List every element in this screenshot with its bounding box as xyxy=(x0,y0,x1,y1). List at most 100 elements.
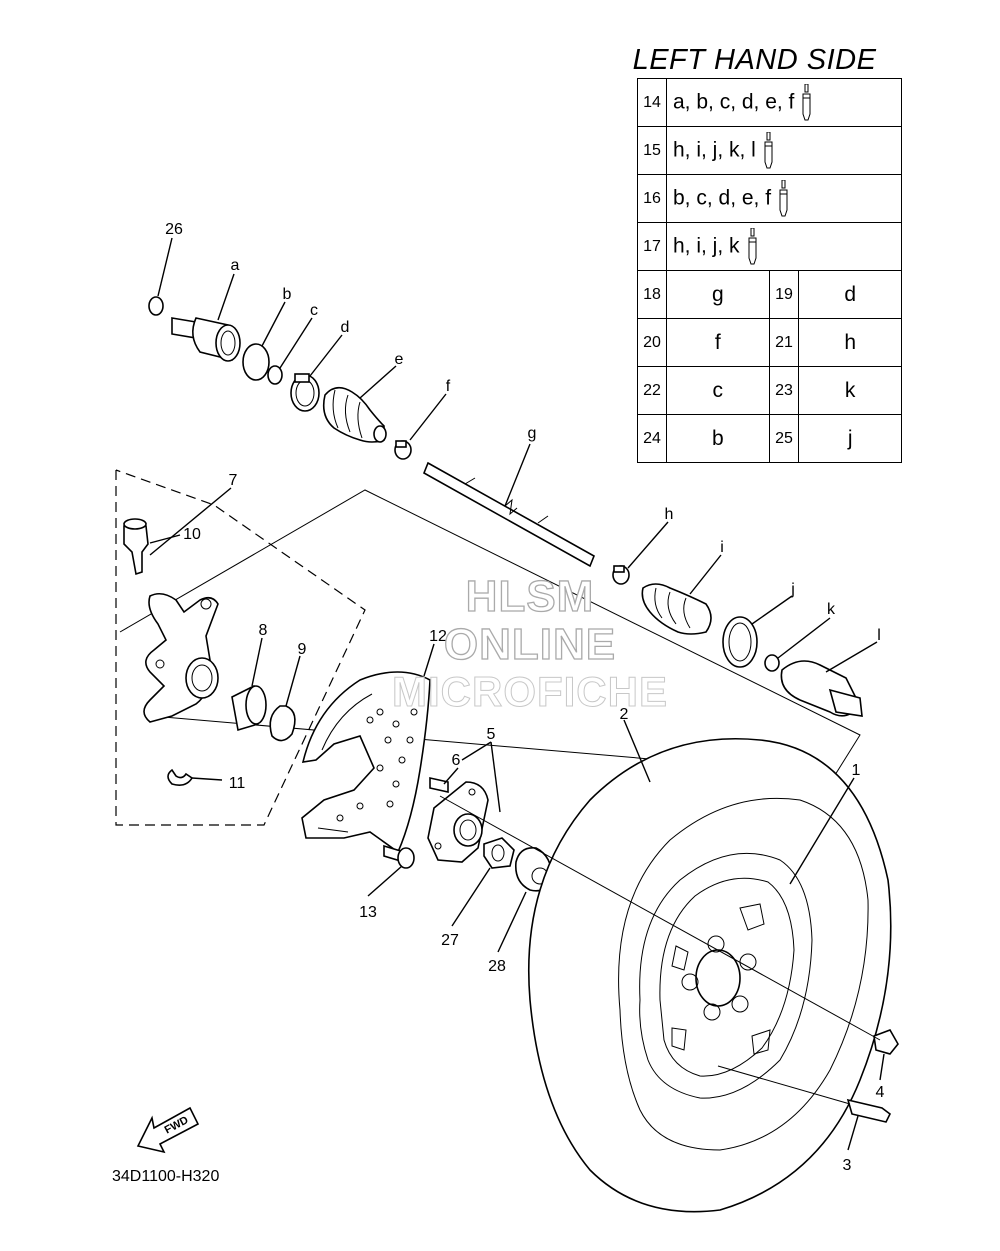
kit-parts: b, c, d, e, f xyxy=(666,174,902,223)
pair-number: 18 xyxy=(637,270,667,319)
callout-j: j xyxy=(790,581,795,598)
outer-joint-a xyxy=(171,317,241,362)
pair-row: 22 c 23 k xyxy=(637,366,902,415)
kit-number: 14 xyxy=(637,78,667,127)
grease-tube-icon xyxy=(748,227,757,264)
pair-value: d xyxy=(798,270,902,319)
wheel-nut-4 xyxy=(873,1029,899,1055)
knuckle-7 xyxy=(143,592,219,723)
circlip-26 xyxy=(148,296,164,316)
hub-5 xyxy=(427,781,489,863)
callout-6: 6 xyxy=(452,752,461,769)
knuckle-assembly-outline xyxy=(115,469,366,826)
callout-f: f xyxy=(446,378,451,395)
callout-h: h xyxy=(665,506,674,523)
kit-parts: h, i, j, k xyxy=(666,222,902,271)
pair-number: 21 xyxy=(768,318,800,367)
stud-6 xyxy=(429,777,449,793)
pair-number: 19 xyxy=(768,270,800,319)
valve-stem-3 xyxy=(846,1098,892,1123)
kit-row: 17 h, i, j, k xyxy=(637,222,902,271)
circlip-9 xyxy=(269,705,296,742)
callout-5: 5 xyxy=(487,726,496,743)
pair-value: f xyxy=(666,318,770,367)
pair-value: h xyxy=(798,318,902,367)
pair-row: 18 g 19 d xyxy=(637,270,902,319)
pair-number: 25 xyxy=(768,414,800,463)
watermark-line-1: HLSM xyxy=(465,571,595,621)
callout-c: c xyxy=(310,302,318,319)
callout-4: 4 xyxy=(876,1084,885,1101)
fwd-arrow-icon: FWD xyxy=(136,1106,200,1154)
kit-parts-text: h, i, j, k xyxy=(673,234,740,258)
leader-lines xyxy=(149,237,885,1151)
nut-27 xyxy=(483,837,515,869)
pair-value: c xyxy=(666,366,770,415)
page-title: LEFT HAND SIDE xyxy=(632,44,877,76)
band-f xyxy=(394,440,412,460)
bearing-8 xyxy=(231,685,267,732)
kit-row: 15 h, i, j, k, l xyxy=(637,126,902,175)
watermark-line-2: ONLINE xyxy=(443,619,617,669)
kit-table: 14 a, b, c, d, e, f 15 h, i, j, k, l 16 … xyxy=(637,78,902,463)
hub-centerline xyxy=(439,795,881,1041)
grease-tube-icon xyxy=(779,179,788,216)
kit-number: 16 xyxy=(637,174,667,223)
kit-parts: h, i, j, k, l xyxy=(666,126,902,175)
callout-i: i xyxy=(720,539,724,556)
valve-centerline xyxy=(717,1065,851,1105)
callout-labels: 26 a b c d e f g h i j k l 7 10 8 9 11 1… xyxy=(165,221,884,1174)
clip-k xyxy=(764,654,780,672)
callout-2: 2 xyxy=(620,706,629,723)
band-j xyxy=(722,616,758,668)
callout-9: 9 xyxy=(298,641,307,658)
wheel-tire xyxy=(527,737,892,1213)
axle-centerline xyxy=(119,489,861,776)
pair-number: 20 xyxy=(637,318,667,367)
pair-value: j xyxy=(798,414,902,463)
pair-row: 20 f 21 h xyxy=(637,318,902,367)
band-d xyxy=(290,373,320,412)
clip-c xyxy=(267,365,283,385)
pair-number: 23 xyxy=(768,366,800,415)
shaft-g xyxy=(422,461,596,568)
callout-b: b xyxy=(283,286,292,303)
kit-parts-text: b, c, d, e, f xyxy=(673,186,772,210)
kit-row: 14 a, b, c, d, e, f xyxy=(637,78,902,127)
cotter-pin-11 xyxy=(167,768,194,786)
pair-value: b xyxy=(666,414,770,463)
callout-l: l xyxy=(877,627,881,644)
boot-i xyxy=(641,583,712,635)
kit-row: 16 b, c, d, e, f xyxy=(637,174,902,223)
callout-13: 13 xyxy=(359,904,377,921)
callout-10: 10 xyxy=(183,526,201,543)
callout-7: 7 xyxy=(229,472,238,489)
kit-parts-text: h, i, j, k, l xyxy=(673,138,756,162)
band-h xyxy=(612,565,630,585)
pair-row: 24 b 25 j xyxy=(637,414,902,463)
kit-number: 17 xyxy=(637,222,667,271)
callout-12: 12 xyxy=(429,628,447,645)
grease-tube-icon xyxy=(764,131,773,168)
callout-3: 3 xyxy=(843,1157,852,1174)
callout-8: 8 xyxy=(259,622,268,639)
callout-28: 28 xyxy=(488,958,506,975)
callout-e: e xyxy=(395,351,404,368)
callout-k: k xyxy=(827,601,836,618)
callout-11: 11 xyxy=(229,775,246,792)
drawing-code: 34D1100-H320 xyxy=(112,1168,220,1185)
inner-joint-l xyxy=(780,660,863,717)
kit-number: 15 xyxy=(637,126,667,175)
bolt-13 xyxy=(383,844,415,869)
pair-number: 22 xyxy=(637,366,667,415)
pair-value: k xyxy=(798,366,902,415)
callout-a: a xyxy=(231,257,240,274)
boot-e xyxy=(322,386,387,443)
kit-parts: a, b, c, d, e, f xyxy=(666,78,902,127)
pair-number: 24 xyxy=(637,414,667,463)
kit-parts-text: a, b, c, d, e, f xyxy=(673,90,795,114)
callout-26: 26 xyxy=(165,221,183,238)
callout-27: 27 xyxy=(441,932,459,949)
pair-value: g xyxy=(666,270,770,319)
